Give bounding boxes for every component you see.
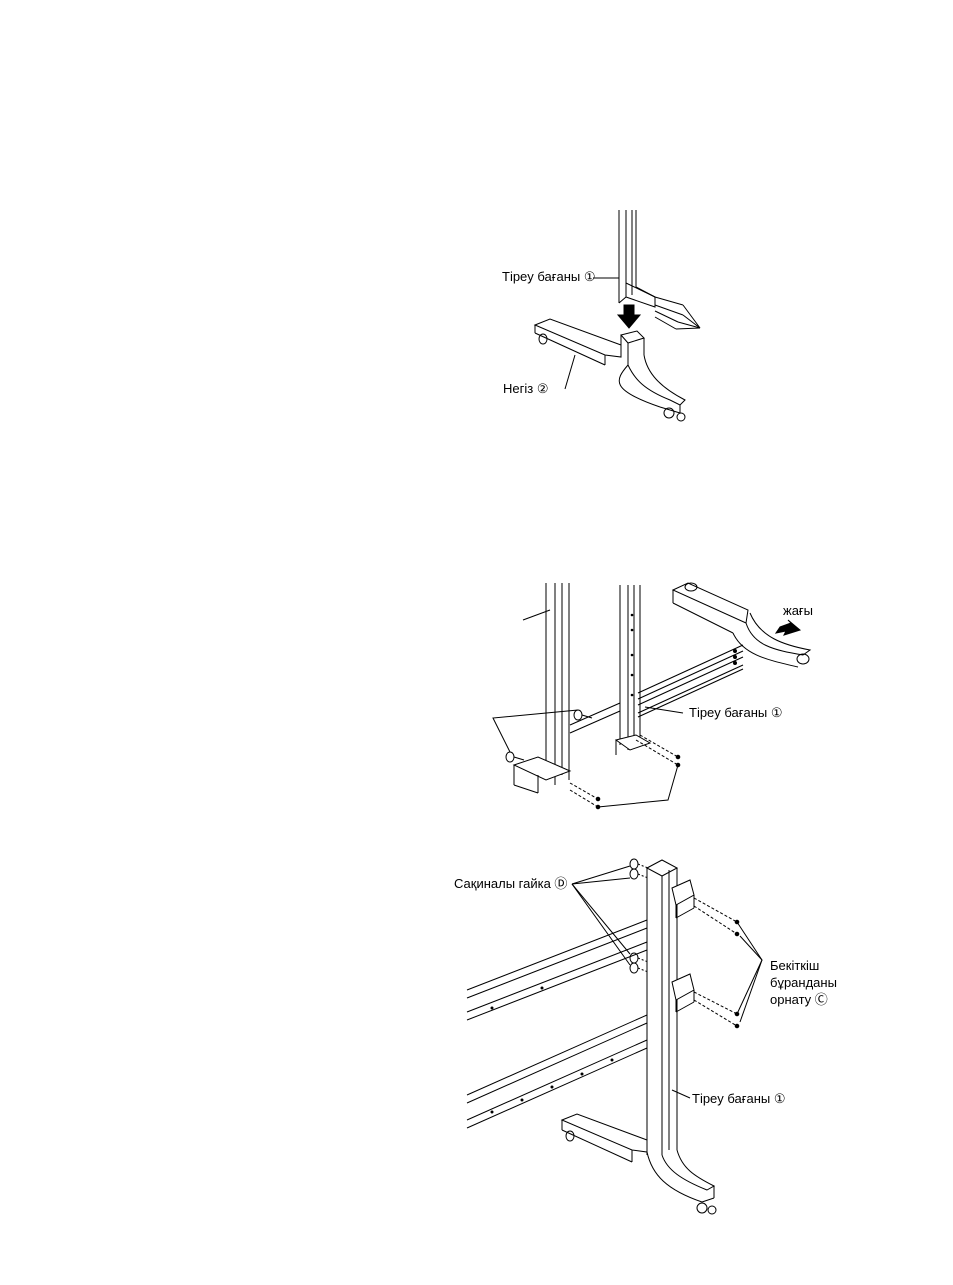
figure-3-crossbar-fixing [462, 850, 762, 1220]
figure-1-base-label: Негіз ② [503, 381, 548, 396]
figure-2-post-label: Тірeу бағаны ① [689, 705, 783, 720]
figure-3-nut-label: Сақиналы гайка Ⓓ [454, 876, 567, 891]
figure-1-post-onto-base [495, 205, 725, 430]
figure-3-drawing [462, 850, 762, 1220]
figure-2-drawing [488, 575, 828, 820]
figure-2-crossbar-assembly [488, 575, 828, 820]
figure-1-drawing [495, 205, 725, 430]
figure-3-screw-label-line2: бұранданы [770, 975, 837, 990]
figure-3-screw-label-line1: Бекіткіш [770, 958, 819, 973]
figure-2-side-label: жағы [783, 603, 813, 618]
figure-3-screw-label-line3: орнату Ⓒ [770, 992, 828, 1007]
figure-1-post-label: Тірeу бағаны ① [502, 269, 596, 284]
figure-3-post-label: Тірeу бағаны ① [692, 1091, 786, 1106]
